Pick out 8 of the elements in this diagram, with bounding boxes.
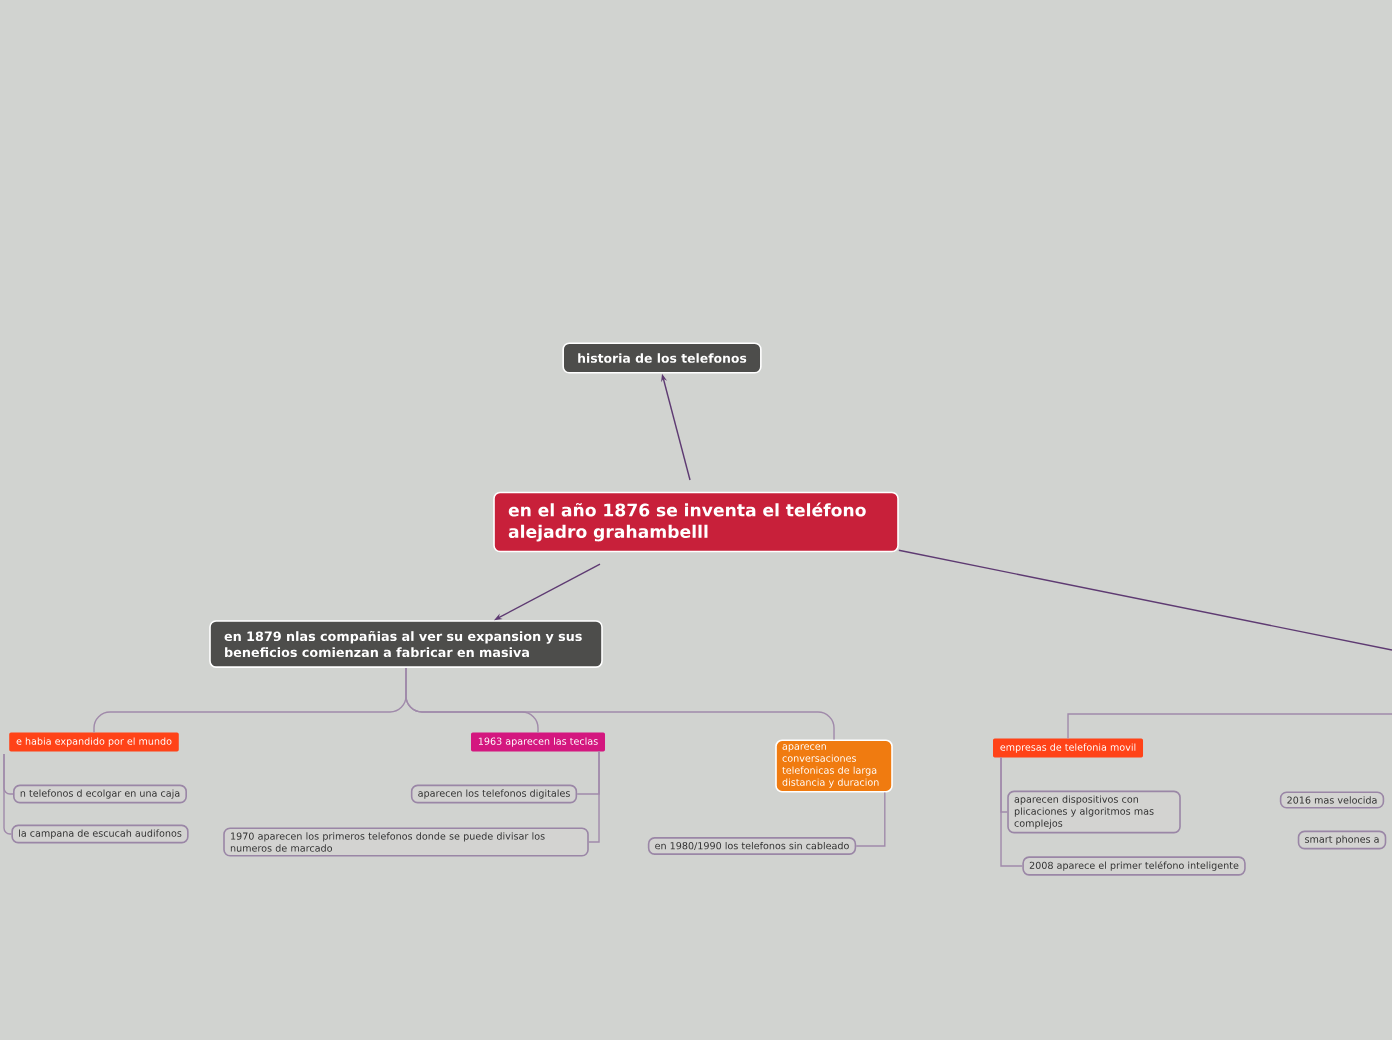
connector: [1067, 713, 1392, 740]
connector: [898, 549, 1392, 651]
central-topic-box: en el año 1876 se inventa el teléfono alejadro grahambelll: [493, 491, 899, 553]
connector: [855, 791, 886, 847]
connector: [588, 750, 600, 843]
connector: [405, 667, 835, 741]
connector: [1000, 756, 1023, 867]
connector: [3, 753, 13, 835]
